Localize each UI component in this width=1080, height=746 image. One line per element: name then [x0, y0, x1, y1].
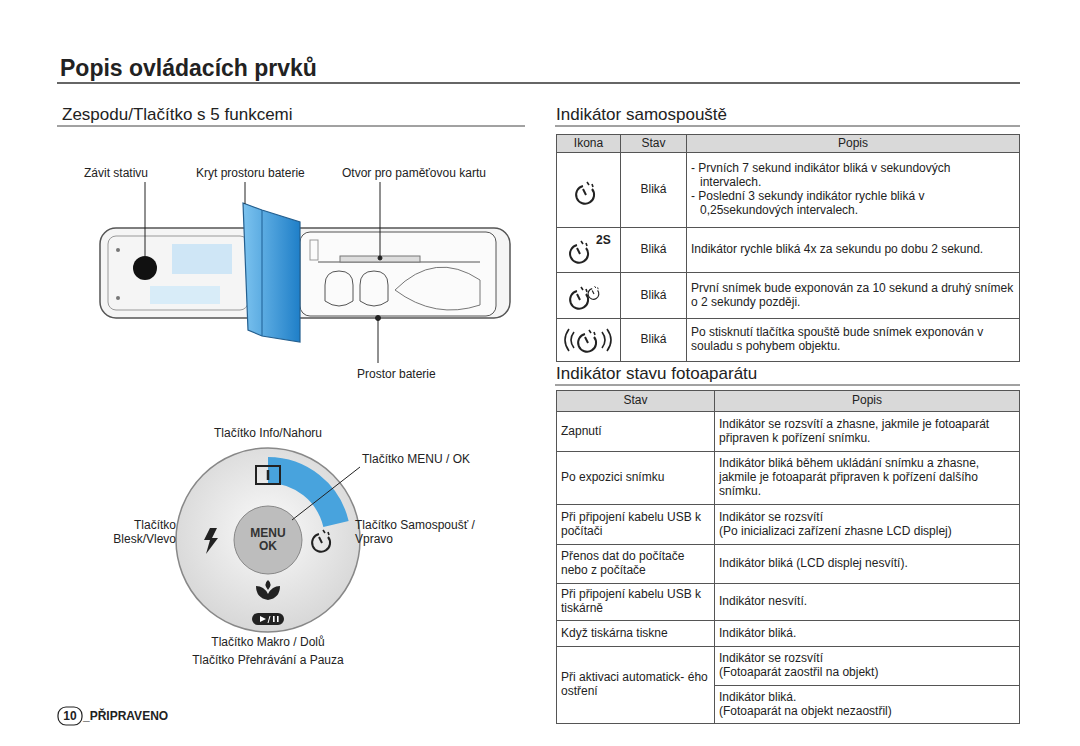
table-cell: Bliká — [620, 318, 687, 362]
cell-text: Při aktivaci automatick- ého ostření — [561, 671, 710, 699]
label-text: Tlačítko Blesk/Vlevo — [94, 518, 176, 547]
table-cell — [556, 227, 621, 273]
table-header-cell: Ikona — [556, 134, 621, 153]
cell-text: Zapnutí — [561, 425, 710, 439]
cell-text: Popis — [691, 137, 1015, 151]
cell-text: Když tiskárna tiskne — [561, 627, 710, 641]
cell-text: Po expozici snímku — [561, 471, 710, 485]
table-cell: Při připojení kabelu USB k tiskárně — [556, 583, 715, 621]
table-cell: Indikátor nesvítí. — [714, 583, 1020, 621]
label-text: 2S — [596, 233, 618, 247]
cell-text: Při připojení kabelu USB k tiskárně — [561, 588, 710, 616]
table-cell: První snímek bude exponován za 10 sekund… — [686, 272, 1020, 319]
table-header-cell: Popis — [686, 134, 1020, 153]
table-cell: Indikátor bliká. — [714, 620, 1020, 647]
cell-text: Při připojení kabelu USB k počítači — [561, 511, 710, 539]
cell-text: Indikátor bliká (LCD displej nesvítí). — [719, 557, 1015, 571]
cell-text: Stav — [561, 394, 710, 408]
label-text: Indikátor stavu fotoaparátu — [556, 364, 856, 384]
table-cell: Indikátor bliká během ukládání snímku a … — [714, 451, 1020, 505]
cell-text: Přenos dat do počítače nebo z počítače — [561, 550, 710, 578]
leader-lines — [145, 182, 382, 363]
table-cell: Bliká — [620, 272, 687, 319]
five-function-dial — [176, 448, 360, 632]
camera-bottom — [100, 203, 510, 342]
cell-text: Popis — [719, 394, 1015, 408]
table-cell — [556, 318, 621, 362]
label-text: Kryt prostoru baterie — [196, 166, 336, 180]
table-header-cell: Stav — [620, 134, 687, 153]
label-text: Tlačítko Samospoušť / Vpravo — [355, 518, 495, 547]
cell-text: Bliká — [625, 333, 682, 347]
cell-text: - Poslední 3 sekundy indikátor rychle bl… — [691, 190, 1015, 218]
cell-text: Indikátor bliká. — [719, 691, 1015, 705]
table-cell: Po expozici snímku — [556, 451, 715, 505]
label-text: Tlačítko Info/Nahoru — [188, 426, 348, 440]
cell-text: Po stisknutí tlačítka spouště bude sníme… — [691, 326, 1015, 354]
menu-ok-button: MENU OK — [236, 508, 300, 572]
cell-text: (Fotoaparát na objekt nezaostřil) — [719, 705, 1015, 719]
cell-text: Indikátor rychle bliká 4x za sekundu po … — [691, 243, 1015, 257]
cell-text: Indikátor se rozsvítí — [719, 652, 1015, 666]
label-text: Zespodu/Tlačítko s 5 funkcemi — [62, 105, 482, 125]
label-text: _PŘIPRAVENO — [83, 709, 203, 723]
table-header-cell: Popis — [714, 390, 1020, 412]
table-cell: Po stisknutí tlačítka spouště bude sníme… — [686, 318, 1020, 362]
table-cell: Bliká — [620, 152, 687, 228]
label-text: Tlačítko Přehrávání a Pauza — [168, 653, 368, 667]
table-cell: Indikátor se rozsvítí(Fotoaparát zaostři… — [714, 646, 1020, 686]
table-cell: Když tiskárna tiskne — [556, 620, 715, 647]
button-text: MENU OK — [246, 527, 290, 552]
cell-text: První snímek bude exponován za 10 sekund… — [691, 282, 1015, 310]
cell-text: Indikátor bliká během ukládání snímku a … — [719, 457, 1015, 498]
label-text: Tlačítko MENU / OK — [362, 452, 522, 466]
table-cell: Indikátor rychle bliká 4x za sekundu po … — [686, 227, 1020, 273]
table-cell: - Prvních 7 sekund indikátor bliká v sek… — [686, 152, 1020, 228]
label-text: Indikátor samospouště — [556, 105, 856, 125]
table-cell: Přenos dat do počítače nebo z počítače — [556, 544, 715, 584]
page-title: Popis ovládacích prvků — [60, 55, 317, 83]
cell-text: Bliká — [625, 289, 682, 303]
cell-text: Indikátor nesvítí. — [719, 595, 1015, 609]
cell-text: Bliká — [625, 243, 682, 257]
label-text: Závit stativu — [84, 166, 184, 180]
table-cell: Bliká — [620, 227, 687, 273]
table-cell: Indikátor bliká (LCD displej nesvítí). — [714, 544, 1020, 584]
cell-text: Stav — [625, 137, 682, 151]
cell-text: Indikátor se rozsvítí a zhasne, jakmile … — [719, 418, 1015, 446]
label-text: Prostor baterie — [357, 367, 477, 381]
cell-text: Indikátor se rozsvítí — [719, 511, 1015, 525]
cell-text: Ikona — [561, 137, 616, 151]
table-cell: Při připojení kabelu USB k počítači — [556, 504, 715, 545]
label-text: Otvor pro paměťovou kartu — [342, 166, 512, 180]
table-cell: Indikátor se rozsvítí(Po inicializaci za… — [714, 504, 1020, 545]
page-number: 10 — [59, 709, 81, 723]
table-cell: Indikátor bliká.(Fotoaparát na objekt ne… — [714, 685, 1020, 724]
cell-text: Bliká — [625, 183, 682, 197]
table-cell: Při aktivaci automatick- ého ostření — [556, 646, 715, 724]
cell-text: (Fotoaparát zaostřil na objekt) — [719, 666, 1015, 680]
cell-text: - Prvních 7 sekund indikátor bliká v sek… — [691, 162, 1015, 190]
table-cell — [556, 152, 621, 228]
cell-text: Indikátor bliká. — [719, 627, 1015, 641]
timer-icons — [565, 182, 611, 352]
table-cell: Zapnutí — [556, 411, 715, 452]
label-text: Tlačítko Makro / Dolů — [178, 635, 358, 649]
cell-text: (Po inicializaci zařízení zhasne LCD dis… — [719, 525, 1015, 539]
table-header-cell: Stav — [556, 390, 715, 412]
table-cell: Indikátor se rozsvítí a zhasne, jakmile … — [714, 411, 1020, 452]
table-cell — [556, 272, 621, 319]
